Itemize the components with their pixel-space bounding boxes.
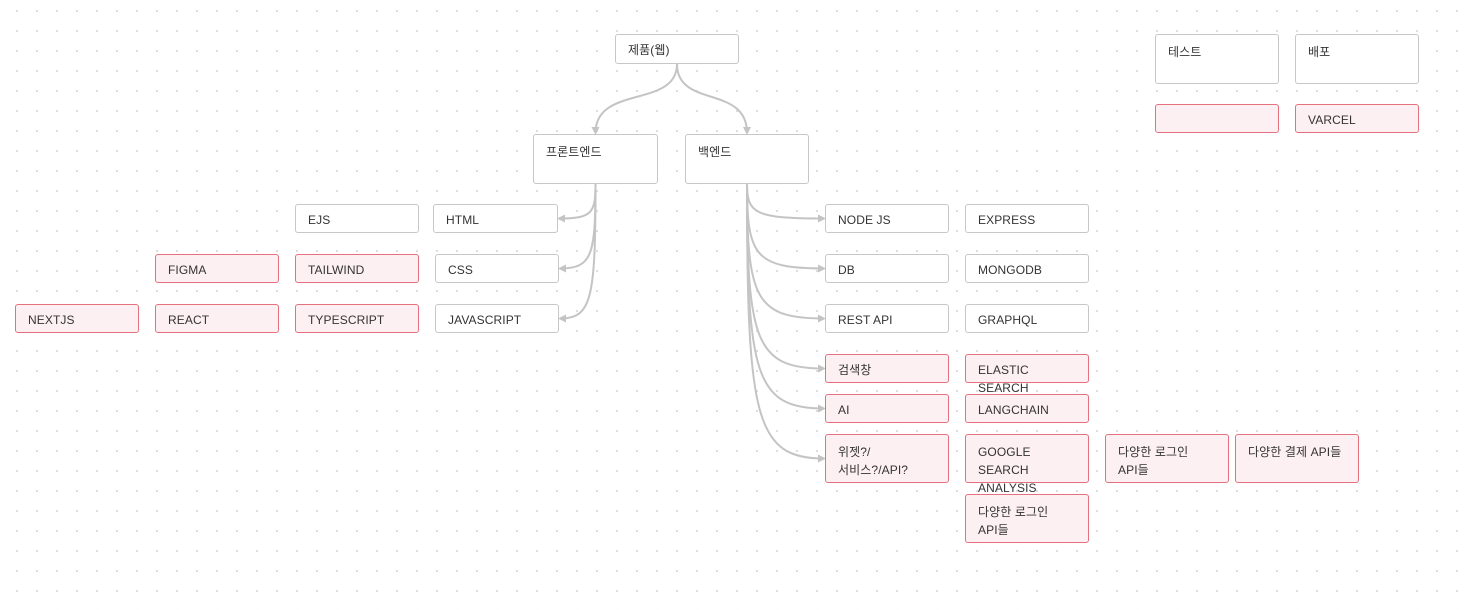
edge-backend-to-nodejs [746, 183, 826, 223]
node-label: 백엔드 [698, 145, 732, 159]
node-graphql[interactable]: GRAPHQL [965, 304, 1089, 333]
node-label: REST API [838, 313, 893, 327]
node-searchbar[interactable]: 검색창 [825, 354, 949, 383]
node-label: TAILWIND [308, 263, 365, 277]
node-label: DB [838, 263, 855, 277]
node-db[interactable]: DB [825, 254, 949, 283]
node-product[interactable]: 제품(웹) [615, 34, 739, 64]
node-label: NEXTJS [28, 313, 75, 327]
node-varcel[interactable]: VARCEL [1295, 104, 1419, 133]
node-label: 다양한 결제 API들 [1248, 445, 1342, 459]
node-ai[interactable]: AI [825, 394, 949, 423]
edge-product-to-frontend [591, 63, 678, 135]
node-label: 테스트 [1168, 45, 1202, 59]
node-label: GRAPHQL [978, 313, 1038, 327]
node-label: LANGCHAIN [978, 403, 1049, 417]
node-deploy[interactable]: 배포 [1295, 34, 1419, 84]
node-test-empty[interactable] [1155, 104, 1279, 133]
node-javascript[interactable]: JAVASCRIPT [435, 304, 559, 333]
node-label: NODE JS [838, 213, 891, 227]
edge-backend-to-ai [746, 183, 826, 413]
node-figma[interactable]: FIGMA [155, 254, 279, 283]
edge-backend-to-searchbar [746, 183, 826, 373]
node-ejs[interactable]: EJS [295, 204, 419, 233]
node-css[interactable]: CSS [435, 254, 559, 283]
node-label: TYPESCRIPT [308, 313, 385, 327]
edge-frontend-to-javascript [558, 183, 597, 323]
node-nextjs[interactable]: NEXTJS [15, 304, 139, 333]
node-label: JAVASCRIPT [448, 313, 522, 327]
node-nodejs[interactable]: NODE JS [825, 204, 949, 233]
edge-backend-to-widget [746, 183, 826, 463]
edge-product-to-backend [676, 63, 751, 135]
node-label: 프론트엔드 [546, 145, 602, 159]
edge-backend-to-db [746, 183, 826, 273]
node-label: FIGMA [168, 263, 207, 277]
node-tailwind[interactable]: TAILWIND [295, 254, 419, 283]
node-react[interactable]: REACT [155, 304, 279, 333]
node-login2[interactable]: 다양한 로그인 API들 [965, 494, 1089, 543]
node-mongodb[interactable]: MONGODB [965, 254, 1089, 283]
node-html[interactable]: HTML [433, 204, 558, 233]
node-restapi[interactable]: REST API [825, 304, 949, 333]
node-widget[interactable]: 위젯?/서비스?/API? [825, 434, 949, 483]
node-label: 위젯?/서비스?/API? [838, 445, 909, 477]
node-label: 다양한 로그인 API들 [978, 505, 1049, 537]
edge-backend-to-restapi [746, 183, 826, 323]
node-google[interactable]: GOOGLE SEARCH ANALYSIS [965, 434, 1089, 495]
node-label: MONGODB [978, 263, 1043, 277]
node-langchain[interactable]: LANGCHAIN [965, 394, 1089, 423]
node-label: HTML [446, 213, 480, 227]
edge-frontend-to-html [557, 183, 597, 223]
node-elastic[interactable]: ELASTIC SEARCH [965, 354, 1089, 395]
node-label: AI [838, 403, 850, 417]
node-label: 제품(웹) [628, 43, 670, 57]
node-label: 다양한 로그인 API들 [1118, 445, 1189, 477]
node-typescript[interactable]: TYPESCRIPT [295, 304, 419, 333]
node-label: ELASTIC SEARCH [978, 363, 1029, 395]
node-login1[interactable]: 다양한 로그인 API들 [1105, 434, 1229, 483]
node-test[interactable]: 테스트 [1155, 34, 1279, 84]
node-label: EJS [308, 213, 331, 227]
node-payment[interactable]: 다양한 결제 API들 [1235, 434, 1359, 483]
node-label: 배포 [1308, 45, 1331, 59]
node-label: 검색창 [838, 363, 872, 377]
node-label: REACT [168, 313, 210, 327]
node-label: GOOGLE SEARCH ANALYSIS [978, 445, 1037, 495]
edge-frontend-to-css [558, 183, 597, 273]
node-label: VARCEL [1308, 113, 1356, 127]
node-label: CSS [448, 263, 473, 277]
node-backend[interactable]: 백엔드 [685, 134, 809, 184]
node-label: EXPRESS [978, 213, 1036, 227]
node-express[interactable]: EXPRESS [965, 204, 1089, 233]
node-frontend[interactable]: 프론트엔드 [533, 134, 658, 184]
